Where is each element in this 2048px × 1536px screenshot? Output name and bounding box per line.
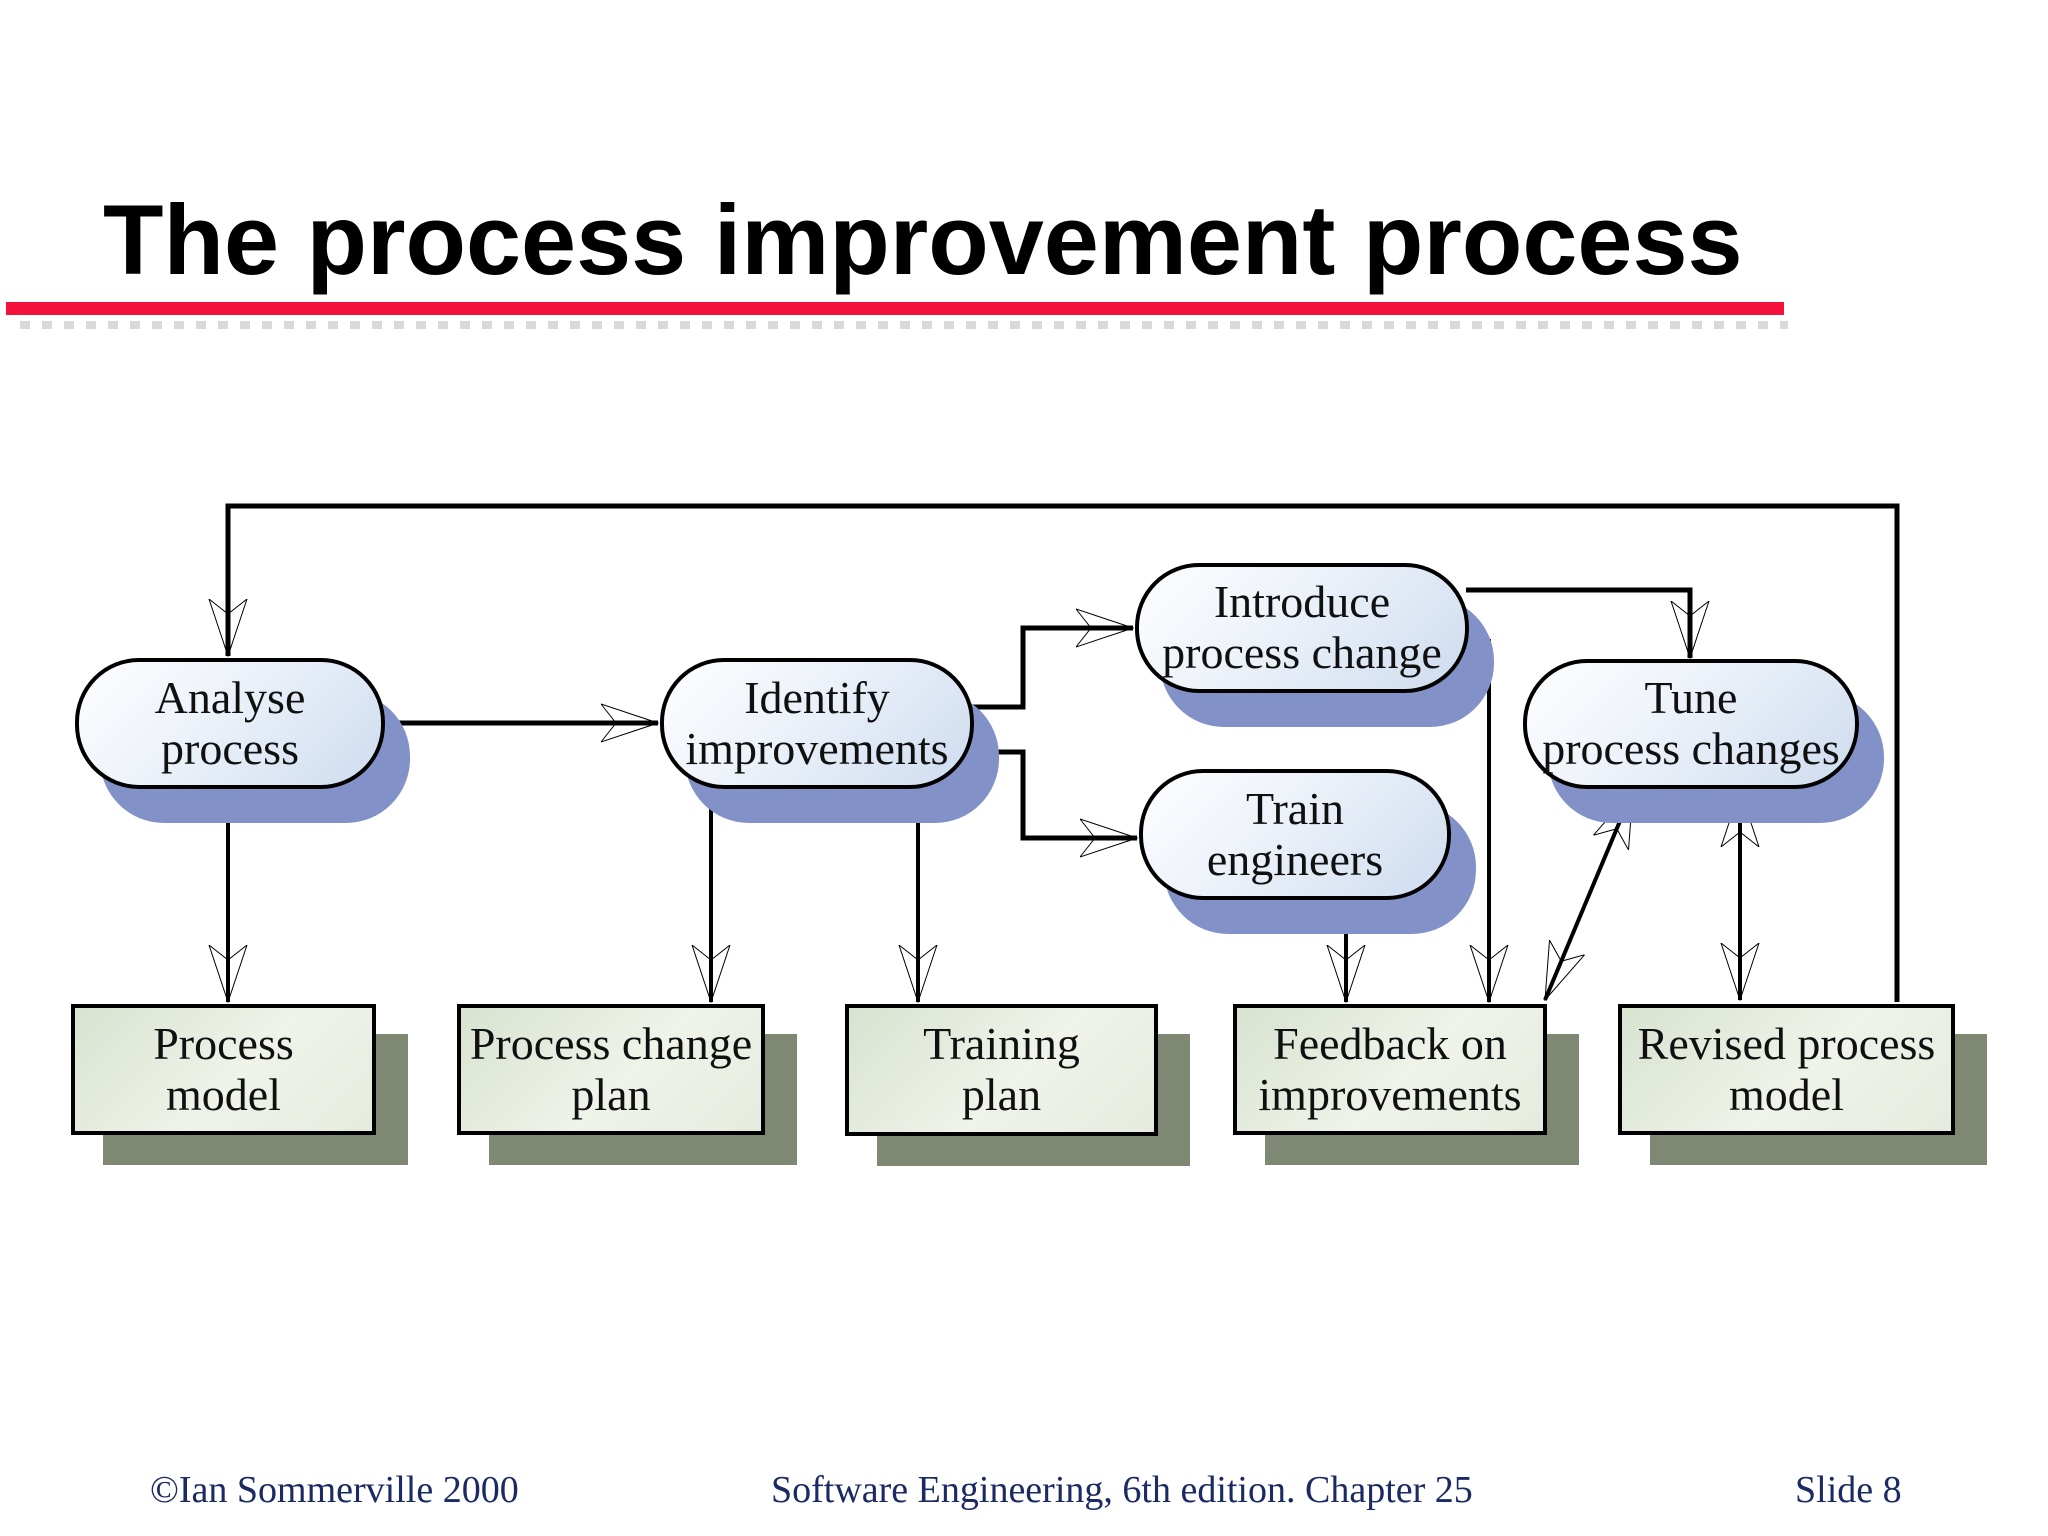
arrow-feedback-tune-double	[1543, 790, 1635, 1000]
artifact-label-line: improvements	[1258, 1068, 1522, 1120]
activity-label-line: process change	[1162, 627, 1442, 678]
footer-copyright: ©Ian Sommerville 2000	[150, 1469, 519, 1511]
artifact-label-line: Training	[923, 1018, 1080, 1070]
artifact-label-line: Feedback on	[1273, 1017, 1507, 1069]
title-underline-shadow	[20, 321, 1788, 329]
activity-introduce-process-change: Introduce process change	[1135, 563, 1469, 693]
arrow-identify-to-introduce	[971, 628, 1133, 710]
artifact-process-model: Process model	[71, 1004, 376, 1135]
artifact-feedback-on-improvements: Feedback on improvements	[1233, 1004, 1547, 1135]
footer-book-reference: Software Engineering, 6th edition. Chapt…	[771, 1469, 1473, 1511]
activity-analyse-process: Analyse process	[75, 658, 385, 789]
activity-label-line: improvements	[685, 722, 949, 774]
arrow-identify-to-train	[971, 749, 1137, 838]
activity-label-line: Tune	[1644, 672, 1738, 724]
artifact-process-change-plan: Process change plan	[457, 1004, 765, 1135]
artifact-label-line: plan	[571, 1068, 651, 1120]
artifact-label-line: Revised process	[1637, 1017, 1936, 1069]
arrow-introduce-to-tune	[1466, 587, 1690, 658]
activity-label-line: Train	[1246, 782, 1344, 834]
activity-tune-process-changes: Tune process changes	[1523, 659, 1859, 789]
activity-label-line: engineers	[1206, 833, 1384, 885]
artifact-label-line: model	[166, 1068, 281, 1120]
artifact-label-line: model	[1729, 1068, 1844, 1120]
artifact-label-line: plan	[961, 1069, 1042, 1120]
activity-label-line: Introduce	[1213, 576, 1391, 628]
activity-label-line: Analyse	[154, 671, 306, 723]
page-title: The process improvement process	[103, 184, 1743, 295]
activity-identify-improvements: Identify improvements	[660, 658, 974, 789]
artifact-revised-process-model: Revised process model	[1618, 1004, 1955, 1135]
artifact-label-line: Process change	[469, 1017, 753, 1069]
arrow-introduce-to-feedback	[1460, 639, 1489, 1002]
footer-slide-number: Slide 8	[1795, 1469, 1902, 1511]
title-underline	[6, 302, 1784, 315]
artifact-label-line: Process	[153, 1017, 294, 1069]
activity-label-line: Identify	[744, 671, 890, 723]
activity-label-line: process changes	[1542, 723, 1840, 774]
activity-train-engineers: Train engineers	[1139, 769, 1451, 900]
activity-label-line: process	[161, 722, 299, 774]
artifact-training-plan: Training plan	[845, 1004, 1158, 1136]
